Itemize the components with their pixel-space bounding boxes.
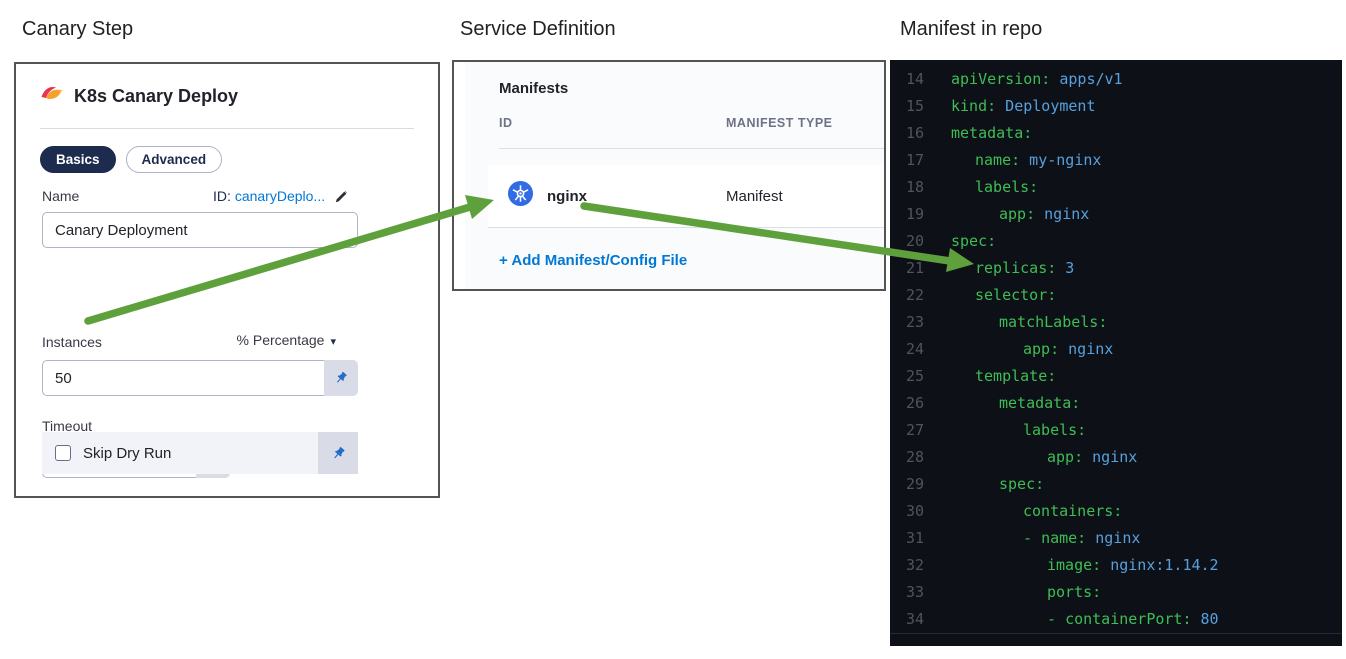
line-number: 14 bbox=[905, 70, 924, 88]
timeout-label: Timeout bbox=[42, 418, 93, 434]
instances-label: Instances bbox=[42, 334, 102, 350]
instances-input[interactable] bbox=[42, 360, 324, 396]
column-header-manifest-type: MANIFEST TYPE bbox=[726, 116, 833, 130]
line-number: 21 bbox=[905, 259, 924, 277]
add-manifest-link[interactable]: + Add Manifest/Config File bbox=[499, 252, 688, 269]
instances-unit-label: % Percentage bbox=[236, 332, 325, 348]
step-heading: K8s Canary Deploy bbox=[74, 86, 239, 106]
manifests-section-title: Manifests bbox=[499, 80, 569, 97]
id-value-link[interactable]: canaryDeplo... bbox=[234, 188, 326, 204]
code-line: 31- name: nginx bbox=[890, 525, 1342, 552]
line-number: 33 bbox=[905, 583, 924, 601]
line-number: 30 bbox=[905, 502, 924, 520]
line-number: 22 bbox=[905, 286, 924, 304]
tab-basics[interactable]: Basics bbox=[40, 146, 116, 173]
line-number: 20 bbox=[905, 232, 924, 250]
header-divider bbox=[40, 128, 414, 129]
name-label: Name bbox=[42, 188, 80, 204]
line-number: 15 bbox=[905, 97, 924, 115]
line-number: 29 bbox=[905, 475, 924, 493]
edit-pencil-icon[interactable] bbox=[335, 190, 348, 206]
instances-pin-button[interactable] bbox=[324, 360, 358, 396]
line-number: 34 bbox=[905, 610, 924, 628]
manifest-row-type: Manifest bbox=[726, 187, 783, 205]
line-number: 26 bbox=[905, 394, 924, 412]
line-number: 31 bbox=[905, 529, 924, 547]
line-number: 28 bbox=[905, 448, 924, 466]
line-number: 19 bbox=[905, 205, 924, 223]
tab-advanced[interactable]: Advanced bbox=[125, 146, 223, 173]
kubernetes-icon bbox=[507, 180, 534, 212]
step-id: ID: canaryDeplo... bbox=[42, 188, 348, 206]
line-number: 32 bbox=[905, 556, 924, 574]
table-header-divider bbox=[499, 148, 884, 149]
skip-dry-run-checkbox[interactable] bbox=[55, 445, 71, 461]
instances-unit-select[interactable]: % Percentage ▾ bbox=[42, 332, 336, 348]
canary-icon bbox=[40, 84, 64, 109]
name-input[interactable] bbox=[42, 212, 358, 248]
line-number: 17 bbox=[905, 151, 924, 169]
column-header-id: ID bbox=[499, 116, 513, 130]
line-number: 24 bbox=[905, 340, 924, 358]
line-number: 18 bbox=[905, 178, 924, 196]
manifest-row-id: nginx bbox=[547, 187, 587, 205]
manifests-section: Manifests ID MANIFEST TYPE nginx Manifest… bbox=[465, 62, 884, 289]
code-editor-footer bbox=[890, 633, 1342, 646]
line-number: 16 bbox=[905, 124, 924, 142]
id-prefix: ID: bbox=[213, 188, 235, 204]
panel2-title: Service Definition bbox=[460, 18, 616, 40]
skip-dry-run-row: Skip Dry Run bbox=[42, 432, 358, 474]
skip-dry-run-pin-button[interactable] bbox=[318, 432, 358, 474]
panel3-title: Manifest in repo bbox=[900, 18, 1043, 40]
line-number: 23 bbox=[905, 313, 924, 331]
service-definition-panel: Manifests ID MANIFEST TYPE nginx Manifest… bbox=[452, 60, 886, 291]
line-number: 27 bbox=[905, 421, 924, 439]
canary-step-panel: K8s Canary Deploy Basics Advanced Name I… bbox=[14, 62, 440, 498]
panel1-title: Canary Step bbox=[22, 18, 134, 40]
manifest-row[interactable]: nginx Manifest bbox=[488, 165, 884, 228]
dropdown-caret-icon: ▾ bbox=[330, 336, 336, 348]
line-number: 25 bbox=[905, 367, 924, 385]
skip-dry-run-label: Skip Dry Run bbox=[83, 444, 172, 462]
code-line: 34- containerPort: 80 bbox=[890, 606, 1342, 633]
